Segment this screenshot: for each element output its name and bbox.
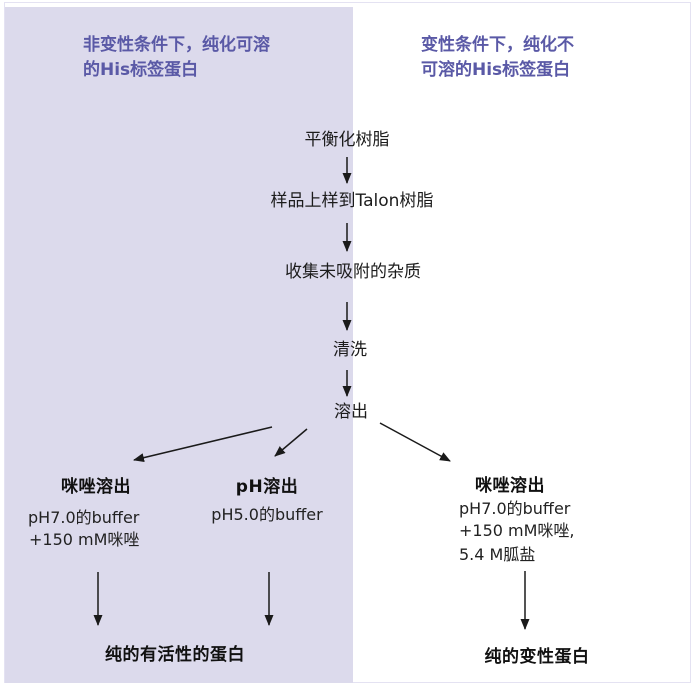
native-header-line1: 非变性条件下，纯化可溶 (83, 35, 270, 55)
denaturing-column-header: 变性条件下，纯化不 可溶的His标签蛋白 (421, 33, 574, 83)
flow-step-collect-unbound: 收集未吸附的杂质 (285, 262, 421, 282)
branch-imidazole-denaturing-title: 咪唑溶出 (475, 476, 545, 496)
native-conditions-panel (5, 7, 353, 683)
result-native-protein: 纯的有活性的蛋白 (105, 645, 245, 665)
result-denatured-protein: 纯的变性蛋白 (484, 647, 590, 667)
branch-imidazole-native-title: 咪唑溶出 (61, 477, 131, 497)
branch-imidazole-denaturing-guanidine: 5.4 M胍盐 (459, 545, 536, 564)
branch-ph-native-buffer: pH5.0的buffer (211, 505, 323, 524)
branch-imidazole-native-imidazole: +150 mM咪唑 (29, 530, 140, 549)
denaturing-header-line2: 可溶的His标签蛋白 (421, 60, 571, 80)
native-column-header: 非变性条件下，纯化可溶 的His标签蛋白 (83, 33, 270, 83)
flow-step-equilibrate-resin: 平衡化树脂 (304, 130, 390, 150)
branch-imidazole-denaturing-buffer: pH7.0的buffer (459, 499, 571, 518)
flow-step-load-sample: 样品上样到Talon树脂 (270, 191, 434, 211)
branch-ph-native-title: pH溶出 (235, 477, 299, 497)
branch-imidazole-native-buffer: pH7.0的buffer (28, 508, 140, 527)
flow-step-wash: 清洗 (333, 340, 367, 360)
denaturing-header-line1: 变性条件下，纯化不 (421, 35, 574, 55)
branch-imidazole-denaturing-imidazole: +150 mM咪唑, (459, 521, 575, 540)
flow-step-elute: 溶出 (334, 402, 368, 422)
native-header-line2: 的His标签蛋白 (83, 60, 199, 80)
